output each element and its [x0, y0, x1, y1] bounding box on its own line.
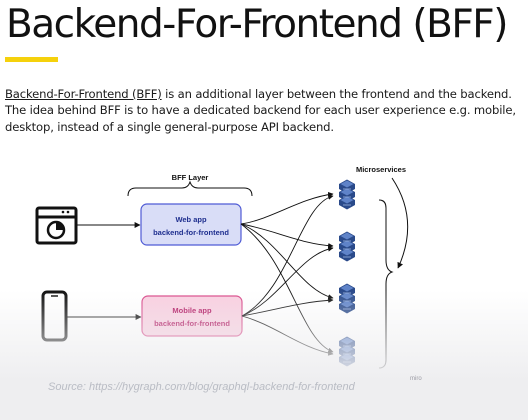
- web-bff-line1: Web app: [175, 215, 207, 224]
- title-accent-bar: [5, 57, 58, 62]
- mobile-bff-connections: [241, 194, 334, 356]
- source-caption: Source: https://hygraph.com/blog/graphql…: [48, 381, 355, 393]
- server-stack-icon: [338, 283, 356, 314]
- bff-layer-label: BFF Layer: [172, 173, 209, 182]
- page-title: Backend-For-Frontend (BFF): [6, 2, 508, 47]
- web-bff-box: Web app backend-for-frontend: [140, 203, 242, 246]
- web-bff-line2: backend-for-frontend: [153, 228, 229, 237]
- miro-watermark: miro: [410, 376, 422, 382]
- intro-lead-term: Backend-For-Frontend (BFF): [5, 87, 162, 101]
- mobile-bff-line2: backend-for-frontend: [154, 319, 230, 328]
- intro-paragraph: Backend-For-Frontend (BFF) is an additio…: [5, 86, 525, 135]
- server-stack-icon: [338, 179, 356, 210]
- mobile-bff-line1: Mobile app: [172, 306, 212, 315]
- web-bff-connections: [240, 191, 334, 353]
- bff-layer-bracket: [127, 180, 253, 197]
- microservices-curved-arrow: [391, 177, 409, 269]
- server-stack-icon: [338, 336, 356, 367]
- mobile-phone-icon: [41, 290, 68, 342]
- mobile-bff-box: Mobile app backend-for-frontend: [141, 295, 243, 337]
- microservices-label: Microservices: [356, 165, 406, 174]
- browser-window-icon: [35, 206, 78, 245]
- microservices-bracket: [378, 199, 394, 369]
- server-stack-icon: [338, 231, 356, 262]
- bff-diagram: BFF Layer Microservices Web app backend-…: [35, 165, 409, 369]
- intro-body: is an additional layer between the front…: [5, 87, 516, 134]
